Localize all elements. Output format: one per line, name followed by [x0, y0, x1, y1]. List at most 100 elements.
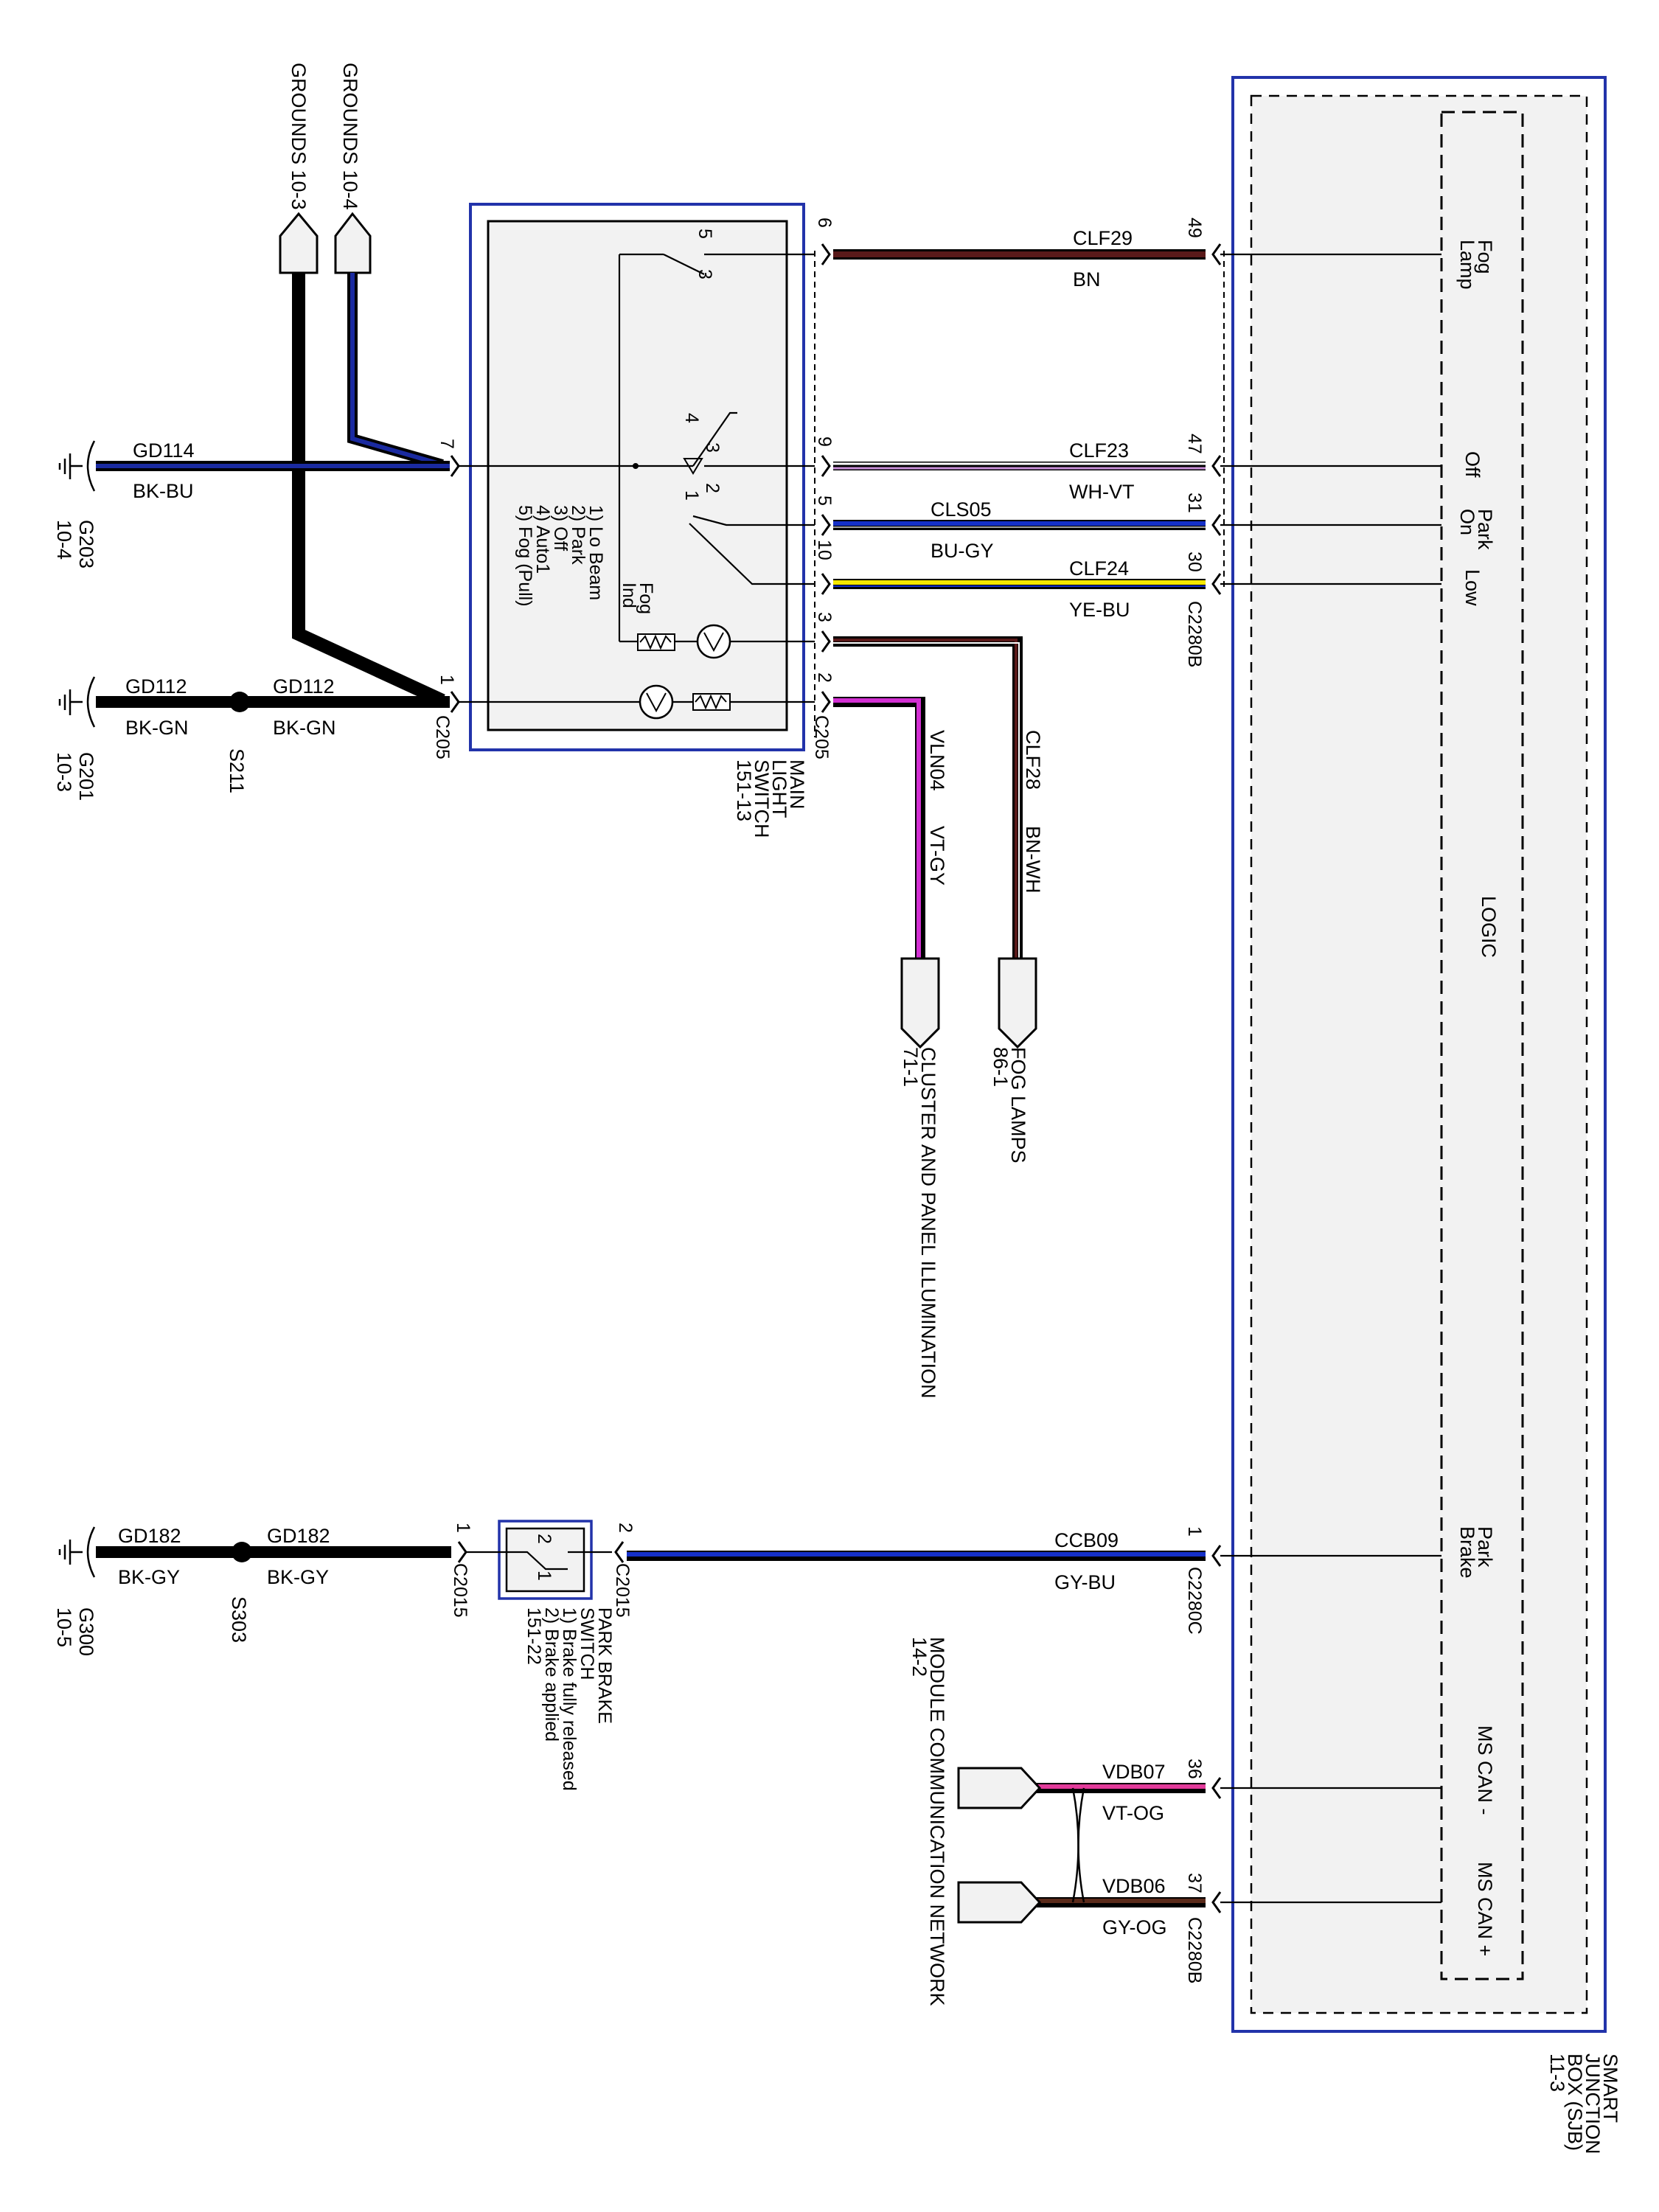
clf23-circuit: CLF23 — [1069, 439, 1129, 462]
pin-sw-9: 9 — [814, 437, 835, 447]
c205-right-label: C205 — [811, 715, 832, 759]
vdb06-color: GY-OG — [1102, 1916, 1167, 1938]
main-light-switch-inner — [487, 220, 788, 731]
sw-internal-1: 1 — [681, 490, 702, 501]
clf28-circuit: CLF28 — [1022, 730, 1044, 790]
fog-lamps-ref: 86-1 — [990, 1047, 1012, 1087]
network-label: MODULE COMMUNICATION NETWORK — [926, 1637, 948, 2006]
pin-c205-7: 7 — [437, 439, 457, 449]
switch-contact-4 — [692, 411, 737, 467]
ccb09-color: GY-BU — [1054, 1571, 1116, 1593]
gd112b-color: BK-GN — [273, 717, 336, 739]
pin-sw-10: 10 — [814, 540, 835, 560]
ccb09-circuit: CCB09 — [1054, 1529, 1119, 1551]
sjb-park-on-1: Park — [1474, 509, 1496, 550]
pin-sw-3: 3 — [814, 612, 835, 622]
ground-g203-symbol — [58, 440, 96, 492]
splice-s211 — [229, 692, 250, 712]
park-brake-position-1: 1) Brake fully released — [559, 1607, 580, 1791]
gd182b-color: BK-GY — [267, 1566, 329, 1588]
clf23-color: WH-VT — [1069, 481, 1134, 503]
park-brake-ref: 151-22 — [524, 1607, 544, 1665]
clf24-color: YE-BU — [1069, 599, 1130, 621]
park-brake-switch-inner — [505, 1527, 585, 1593]
pin-pb-2: 2 — [615, 1523, 636, 1533]
ground-10-3-terminal — [279, 212, 319, 274]
grounds-10-4-label: GROUNDS 10-4 — [339, 63, 361, 210]
wire-vln04 — [833, 697, 925, 959]
vdb06-circuit: VDB06 — [1102, 1875, 1166, 1897]
g300-ref: 10-5 — [53, 1607, 75, 1647]
s211-label: S211 — [226, 748, 248, 793]
vln04-circuit: VLN04 — [926, 730, 948, 791]
fog-ind-label-1: Fog — [636, 582, 656, 614]
sjb-park-brake-1: Park — [1474, 1526, 1496, 1568]
switch-position-1: 1) Lo Beam — [585, 505, 606, 600]
switch-contact-5 — [663, 254, 705, 275]
c2015-right-label: C2015 — [612, 1563, 633, 1618]
sjb-ms-can-plus: MS CAN + — [1474, 1862, 1496, 1956]
pin-sjb-31: 31 — [1184, 493, 1205, 513]
switch-position-3: 3) Off — [550, 505, 571, 551]
pin-sjb-49: 49 — [1184, 218, 1205, 238]
vdb07-circuit: VDB07 — [1102, 1761, 1166, 1783]
sw-internal-4: 4 — [681, 413, 702, 423]
c205-pin1-chevron — [450, 691, 460, 713]
main-switch-title-1: MAIN — [786, 759, 808, 810]
g203-id: G203 — [75, 520, 97, 568]
can-minus-terminal — [957, 1767, 1042, 1809]
pin-sw-6: 6 — [814, 218, 835, 228]
grounds-10-3-label: GROUNDS 10-3 — [288, 63, 310, 210]
cls05-color: BU-GY — [931, 540, 994, 562]
park-brake-position-2: 2) Brake applied — [541, 1607, 562, 1742]
park-brake-contact — [516, 1551, 568, 1571]
park-brake-switch-outline — [498, 1520, 593, 1600]
sjb-input-chevrons-top — [1211, 243, 1222, 595]
cls05-circuit: CLS05 — [931, 498, 992, 521]
can-plus-terminal — [957, 1881, 1042, 1924]
c205-pin7-chevron — [450, 455, 460, 477]
park-brake-subtitle: SWITCH — [577, 1607, 597, 1680]
switch-position-2: 2) Park — [568, 505, 588, 565]
ground-g201-symbol — [58, 676, 96, 728]
g300-id: G300 — [75, 1607, 97, 1656]
sjb-fog-lamp-1: Fog — [1474, 240, 1496, 274]
pin-c205-1: 1 — [437, 675, 457, 685]
main-switch-title-3: SWITCH — [751, 759, 773, 838]
pin-sjb-c1: 1 — [1184, 1526, 1205, 1537]
c2015-left-label: C2015 — [450, 1563, 470, 1618]
sjb-internal-lines — [1220, 253, 1441, 1904]
sw-internal-2: 2 — [702, 483, 723, 493]
sjb-title-4: 11-3 — [1546, 2053, 1568, 2092]
fog-ind-lamp-icon — [696, 624, 731, 659]
gd182a-color: BK-GY — [118, 1566, 180, 1588]
switch-contact-2 — [692, 515, 815, 526]
gd112a-circuit: GD112 — [125, 675, 187, 698]
pin-sw-2: 2 — [814, 672, 835, 683]
clf28-color: BN-WH — [1022, 826, 1044, 893]
ground-g300-symbol — [58, 1526, 96, 1578]
sjb-park-on-2: On — [1456, 509, 1478, 535]
sw-internal-3a: 3 — [695, 269, 715, 279]
g201-ref: 10-3 — [53, 752, 75, 792]
sw-internal-5: 5 — [695, 229, 715, 239]
fog-lamps-label: FOG LAMPS — [1007, 1047, 1029, 1164]
switch-arrow — [683, 458, 703, 475]
pin-sw-5: 5 — [814, 495, 835, 506]
park-brake-title: PARK BRAKE — [594, 1607, 615, 1724]
sjb-title-2: JUNCTION — [1582, 2053, 1604, 2154]
gd114-color: BK-BU — [133, 480, 194, 502]
twisted-pair-2 — [1077, 1787, 1085, 1903]
c2280b-top-label: C2280B — [1184, 601, 1205, 667]
fog-lamps-terminal — [998, 957, 1037, 1049]
gd182b-circuit: GD182 — [267, 1525, 330, 1547]
switch-contact-1 — [689, 523, 815, 585]
ground-10-4-terminal — [334, 212, 372, 274]
sw-internal-3b: 3 — [702, 442, 723, 453]
fog-ind-label-2: Ind — [619, 582, 639, 608]
pin-sjb-47: 47 — [1184, 434, 1205, 454]
s303-label: S303 — [228, 1596, 250, 1643]
network-ref: 14-2 — [908, 1637, 931, 1677]
sjb-inner-dashed — [1250, 94, 1588, 2014]
